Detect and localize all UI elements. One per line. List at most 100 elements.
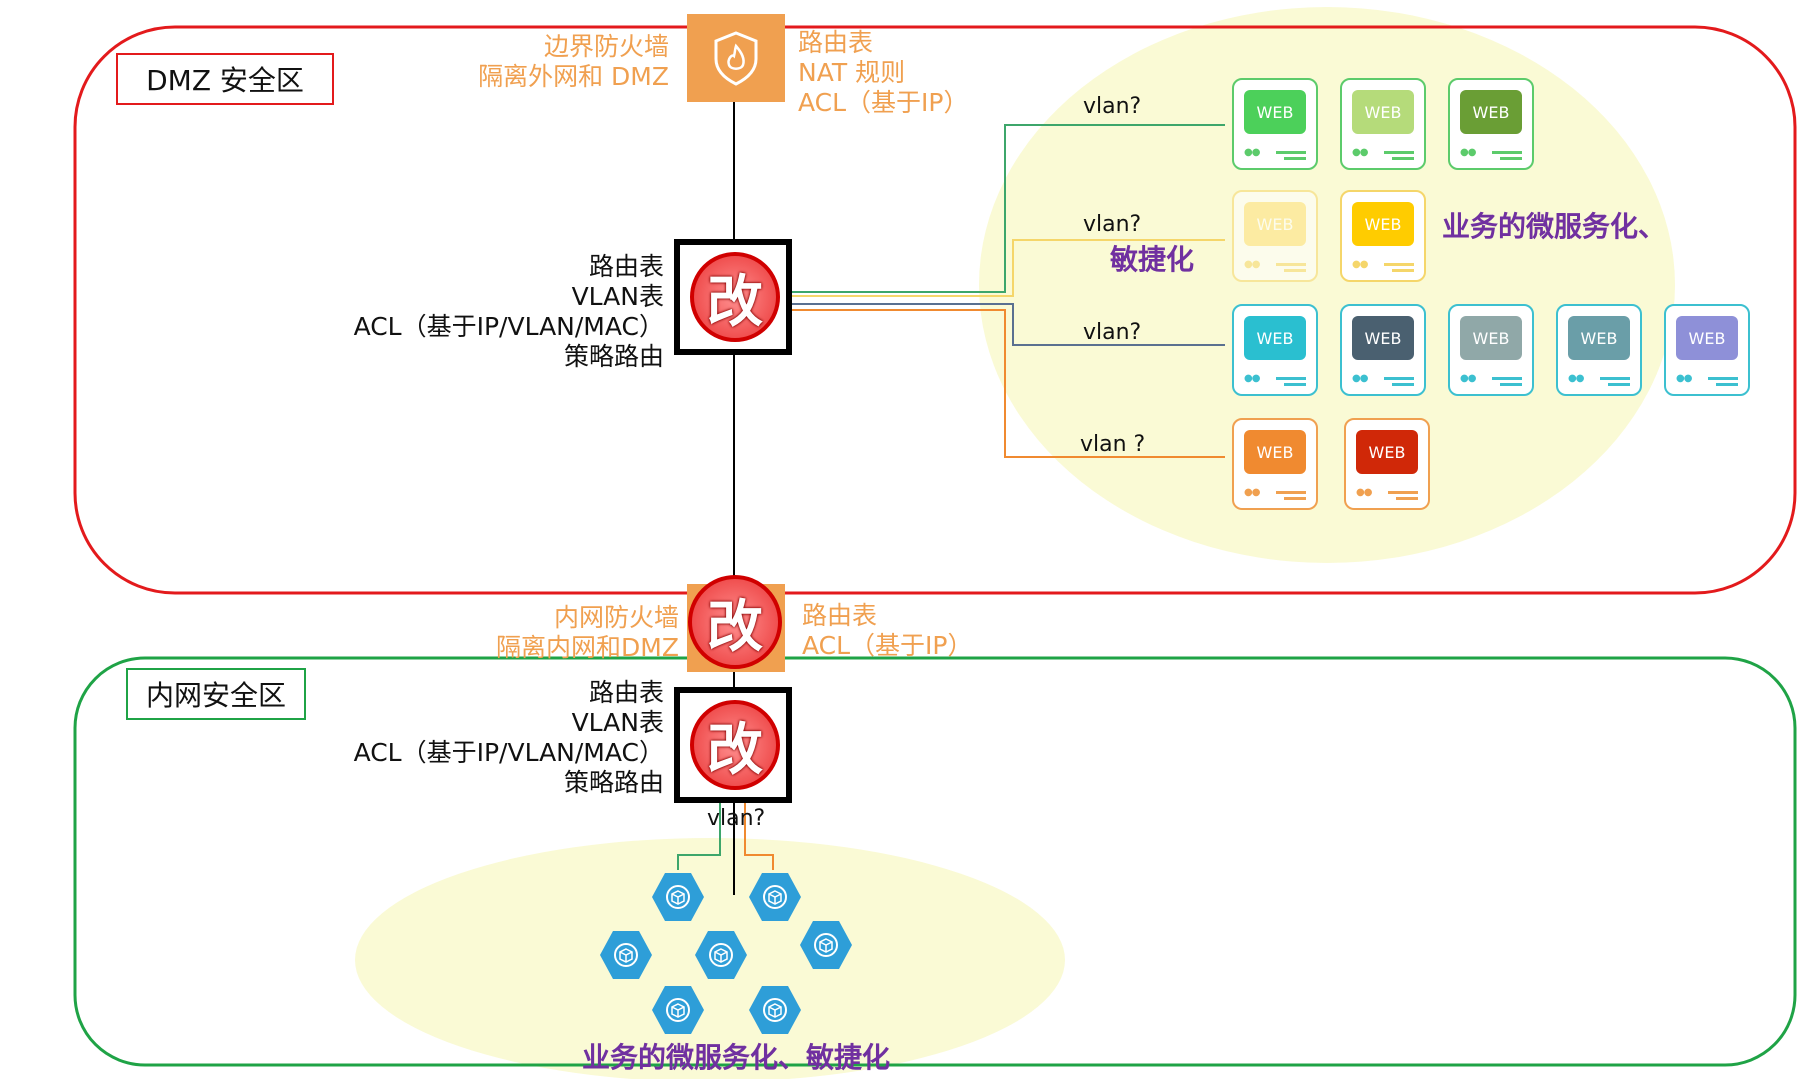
server-bar (1384, 377, 1414, 380)
border-firewall-rules: 路由表 NAT 规则 ACL（基于IP） (798, 28, 969, 118)
server-bar (1384, 263, 1414, 266)
link-vlan-3 (790, 303, 1225, 346)
intranet-firewall-name: 内网防火墙 隔离内网和DMZ (496, 603, 679, 663)
web-server-icon: WEB●● (1448, 304, 1534, 396)
web-server-label: WEB (1460, 90, 1522, 134)
server-bar (1392, 269, 1414, 272)
server-bar (1284, 497, 1306, 500)
web-server-icon: WEB ●● (1448, 78, 1534, 170)
server-bar (1276, 263, 1306, 266)
web-server-label: WEB (1352, 316, 1414, 360)
server-bar (1600, 377, 1630, 380)
server-indicator-icon: ●● (1460, 147, 1476, 158)
web-server-icon: WEB●● (1556, 304, 1642, 396)
web-server-label: WEB (1244, 316, 1306, 360)
intranet-switch-feature: 路由表 (588, 678, 664, 707)
cube-hexagon-icon (652, 986, 704, 1034)
server-bar (1392, 383, 1414, 386)
web-server-label: WEB (1244, 202, 1306, 246)
link-vlan-2 (790, 239, 1225, 297)
server-bar (1276, 377, 1306, 380)
link-vlan-1 (790, 124, 1225, 293)
border-firewall-name-line1: 边界防火墙 (543, 32, 669, 61)
server-indicator-icon: ●● (1352, 259, 1368, 270)
server-bar (1384, 151, 1414, 154)
intranet-firewall-rules: 路由表 ACL（基于IP） (802, 601, 973, 661)
web-server-label: WEB (1352, 90, 1414, 134)
server-indicator-icon: ●● (1356, 487, 1372, 498)
dmz-service-text-line2: 敏捷化 (1110, 243, 1195, 276)
server-bar (1284, 383, 1306, 386)
intranet-firewall-rule-routing: 路由表 (802, 601, 878, 630)
server-bar (1716, 383, 1738, 386)
server-indicator-icon: ●● (1244, 147, 1260, 158)
dmz-service-text-line1: 业务的微服务化、 (1442, 210, 1667, 243)
intranet-switch-feature: 策略路由 (563, 768, 664, 797)
server-bar (1392, 157, 1414, 160)
server-indicator-icon: ●● (1244, 487, 1260, 498)
web-server-label: WEB (1244, 430, 1306, 474)
cube-hexagon-icon (600, 931, 652, 979)
intranet-switch-change-badge: 改 (690, 700, 780, 790)
server-indicator-icon: ●● (1352, 147, 1368, 158)
border-firewall-box (687, 14, 785, 102)
dmz-switch-feature: VLAN表 (571, 282, 664, 311)
web-server-label: WEB (1352, 202, 1414, 246)
firewall-shield-icon (714, 31, 758, 86)
server-bar (1708, 377, 1738, 380)
server-indicator-icon: ●● (1244, 373, 1260, 384)
server-bar (1284, 269, 1306, 272)
vlan-label: vlan? (1083, 212, 1142, 237)
web-server-icon: WEB ●● (1232, 418, 1318, 510)
web-server-icon: WEB ●● (1340, 190, 1426, 282)
border-firewall-rule-acl: ACL（基于IP） (798, 88, 969, 117)
intranet-switch-feature: VLAN表 (571, 708, 664, 737)
intranet-firewall-name-line2: 隔离内网和DMZ (496, 633, 679, 662)
intranet-vlan-label: vlan? (707, 806, 766, 831)
intranet-firewall-rule-acl: ACL（基于IP） (802, 631, 973, 660)
server-bar (1492, 151, 1522, 154)
web-server-icon: WEB ●● (1340, 78, 1426, 170)
link-intranet-green (677, 795, 721, 870)
dmz-switch-change-badge: 改 (690, 252, 780, 342)
dmz-switch-feature: 路由表 (588, 252, 664, 281)
server-indicator-icon: ●● (1460, 373, 1476, 384)
server-indicator-icon: ●● (1244, 259, 1260, 270)
server-indicator-icon: ●● (1676, 373, 1692, 384)
cube-hexagon-icon (652, 873, 704, 921)
server-bar (1500, 383, 1522, 386)
dmz-service-highlight (979, 7, 1675, 563)
cube-hexagon-icon (800, 921, 852, 969)
server-bar (1276, 491, 1306, 494)
web-server-icon: WEB ●● (1232, 190, 1318, 282)
vlan-label: vlan? (1083, 320, 1142, 345)
intranet-zone-label: 内网安全区 (126, 668, 306, 720)
web-server-icon: WEB ●● (1340, 304, 1426, 396)
server-indicator-icon: ●● (1352, 373, 1368, 384)
server-bar (1388, 491, 1418, 494)
web-server-icon: WEB●● (1232, 78, 1318, 170)
web-server-icon: WEB ●● (1344, 418, 1430, 510)
server-bar (1608, 383, 1630, 386)
server-bar (1500, 157, 1522, 160)
border-firewall-rule-routing: 路由表 (798, 28, 874, 57)
dmz-switch-features: 路由表 VLAN表 ACL（基于IP/VLAN/MAC） 策略路由 (354, 252, 664, 372)
web-server-icon: WEB●● (1664, 304, 1750, 396)
server-bar (1276, 151, 1306, 154)
cube-hexagon-icon (749, 986, 801, 1034)
intranet-switch-feature: ACL（基于IP/VLAN/MAC） (353, 738, 664, 767)
dmz-switch-feature: 策略路由 (563, 342, 664, 371)
intranet-zone-border (73, 656, 1797, 1067)
vlan-label: vlan? (1083, 94, 1142, 119)
cube-hexagon-icon (695, 931, 747, 979)
dmz-zone-label: DMZ 安全区 (116, 53, 334, 105)
intranet-switch-features: 路由表 VLAN表 ACL（基于IP/VLAN/MAC） 策略路由 (354, 678, 664, 798)
border-firewall-rule-nat: NAT 规则 (798, 58, 906, 87)
server-bar (1492, 377, 1522, 380)
dmz-switch-feature: ACL（基于IP/VLAN/MAC） (353, 312, 664, 341)
server-indicator-icon: ●● (1568, 373, 1584, 384)
web-server-label: WEB (1356, 430, 1418, 474)
border-firewall-name: 边界防火墙 隔离外网和 DMZ (478, 32, 669, 92)
server-bar (1396, 497, 1418, 500)
